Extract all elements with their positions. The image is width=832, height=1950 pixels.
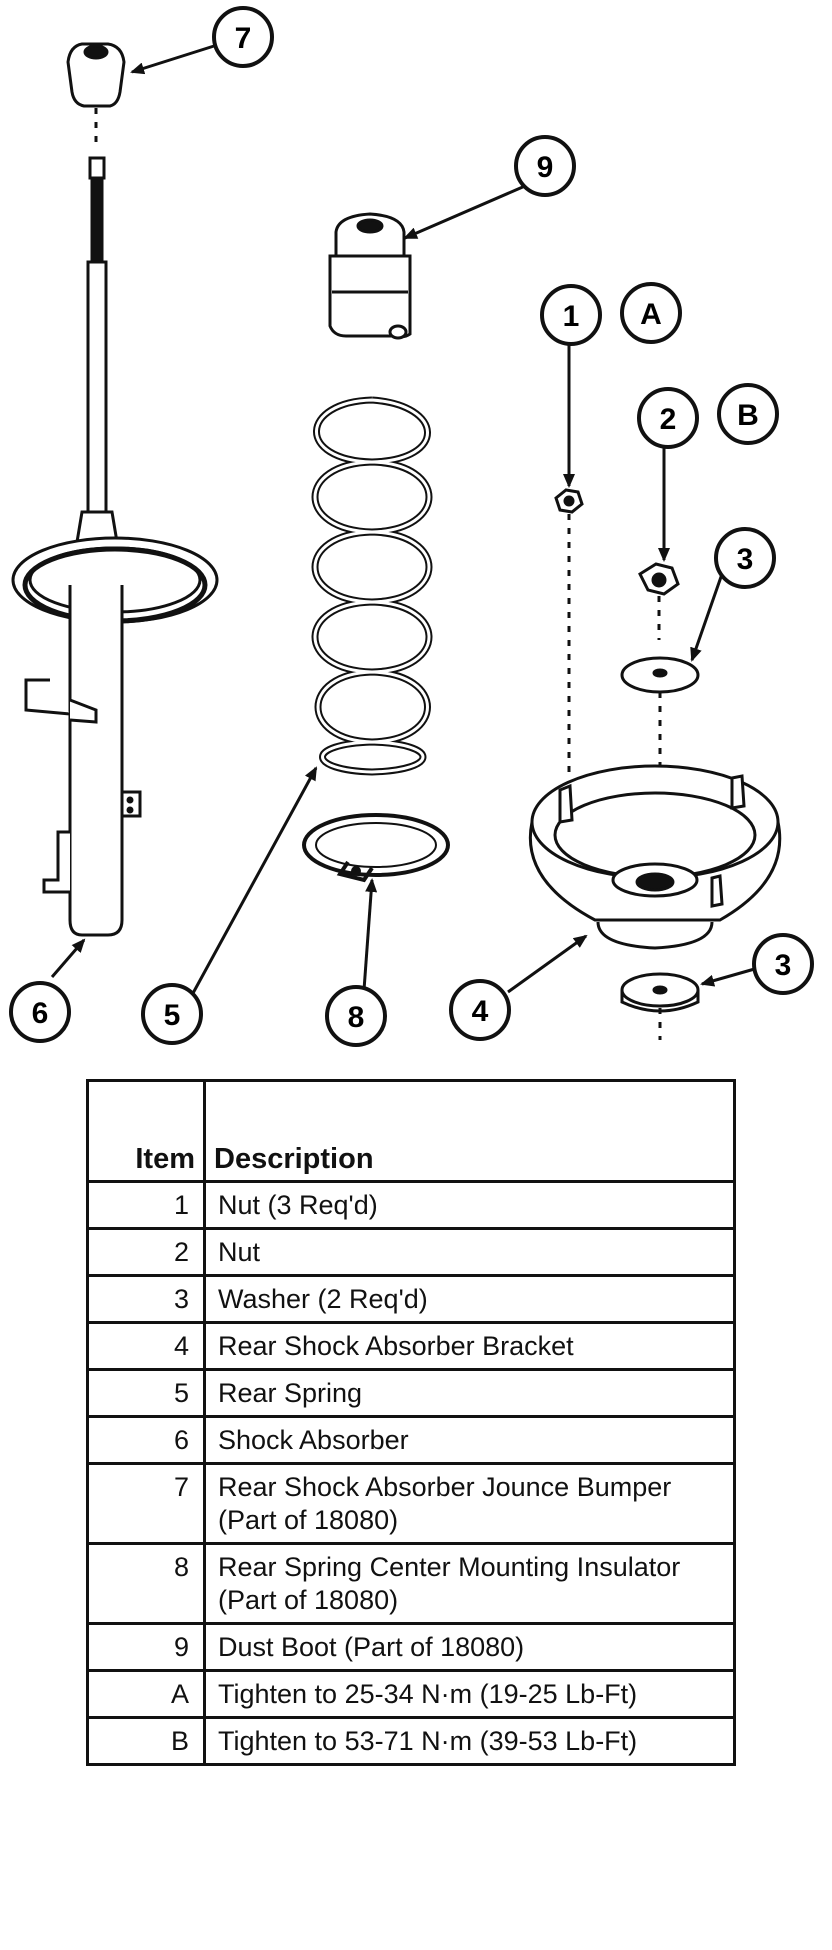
item-cell: 2 xyxy=(86,1227,206,1277)
callout-label: 7 xyxy=(235,22,252,55)
callout-label: 5 xyxy=(164,999,181,1032)
callout-label: 6 xyxy=(32,997,49,1030)
description-cell: Shock Absorber xyxy=(203,1415,736,1465)
callout-B: B xyxy=(717,383,779,445)
item-cell: 4 xyxy=(86,1321,206,1371)
callout-label: 8 xyxy=(348,1001,365,1034)
callout-3-upper: 3 xyxy=(714,527,776,589)
callout-label: 3 xyxy=(737,543,754,576)
leader-lines xyxy=(50,44,759,996)
callout-2: 2 xyxy=(637,387,699,449)
item-cell: B xyxy=(86,1716,206,1766)
description-cell: Tighten to 25-34 N·m (19-25 Lb-Ft) xyxy=(203,1669,736,1719)
item-cell: 7 xyxy=(86,1462,206,1545)
item-column-header: Item xyxy=(86,1079,206,1183)
callout-4: 4 xyxy=(449,979,511,1041)
callout-7: 7 xyxy=(212,6,274,68)
item-cell: 5 xyxy=(86,1368,206,1418)
callout-label: 2 xyxy=(660,403,677,436)
item-cell: A xyxy=(86,1669,206,1719)
exploded-view-diagram: 7 9 1 A 2 B 3 3 4 5 8 6 xyxy=(9,6,814,1047)
shock-absorber-part xyxy=(11,156,219,937)
description-cell: Rear Spring Center Mounting Insulator (P… xyxy=(203,1542,736,1625)
description-cell: Washer (2 Req'd) xyxy=(203,1274,736,1324)
callout-label: 9 xyxy=(537,151,554,184)
description-cell: Nut (3 Req'd) xyxy=(203,1180,736,1230)
shock-absorber-bracket-part xyxy=(528,764,782,950)
rear-spring-part xyxy=(311,396,433,776)
item-cell: 8 xyxy=(86,1542,206,1625)
callout-label: 4 xyxy=(472,995,489,1028)
nut-2-part xyxy=(638,562,680,640)
description-cell: Dust Boot (Part of 18080) xyxy=(203,1622,736,1672)
jounce-bumper-part xyxy=(66,42,126,150)
nut-1-part xyxy=(554,488,584,780)
item-cell: 6 xyxy=(86,1415,206,1465)
item-cell: 1 xyxy=(86,1180,206,1230)
spring-insulator-part xyxy=(302,813,450,883)
description-cell: Nut xyxy=(203,1227,736,1277)
callout-6: 6 xyxy=(9,981,71,1043)
item-cell: 3 xyxy=(86,1274,206,1324)
callout-label: 3 xyxy=(775,949,792,982)
description-cell: Tighten to 53-71 N·m (39-53 Lb-Ft) xyxy=(203,1716,736,1766)
item-cell: 9 xyxy=(86,1622,206,1672)
callout-1: 1 xyxy=(540,284,602,346)
description-cell: Rear Shock Absorber Jounce Bumper (Part … xyxy=(203,1462,736,1545)
callout-label: B xyxy=(737,399,759,432)
dust-boot-part xyxy=(328,212,412,340)
callout-label: A xyxy=(640,298,662,331)
washer-lower-part xyxy=(620,972,700,1040)
callout-5: 5 xyxy=(141,983,203,1045)
callout-A: A xyxy=(620,282,682,344)
callout-label: 1 xyxy=(563,300,580,333)
callout-9: 9 xyxy=(514,135,576,197)
callout-3-lower: 3 xyxy=(752,933,814,995)
description-cell: Rear Spring xyxy=(203,1368,736,1418)
description-cell: Rear Shock Absorber Bracket xyxy=(203,1321,736,1371)
table-header-row: Item Description xyxy=(86,1079,736,1183)
description-column-header: Description xyxy=(203,1079,736,1183)
callout-8: 8 xyxy=(325,985,387,1047)
